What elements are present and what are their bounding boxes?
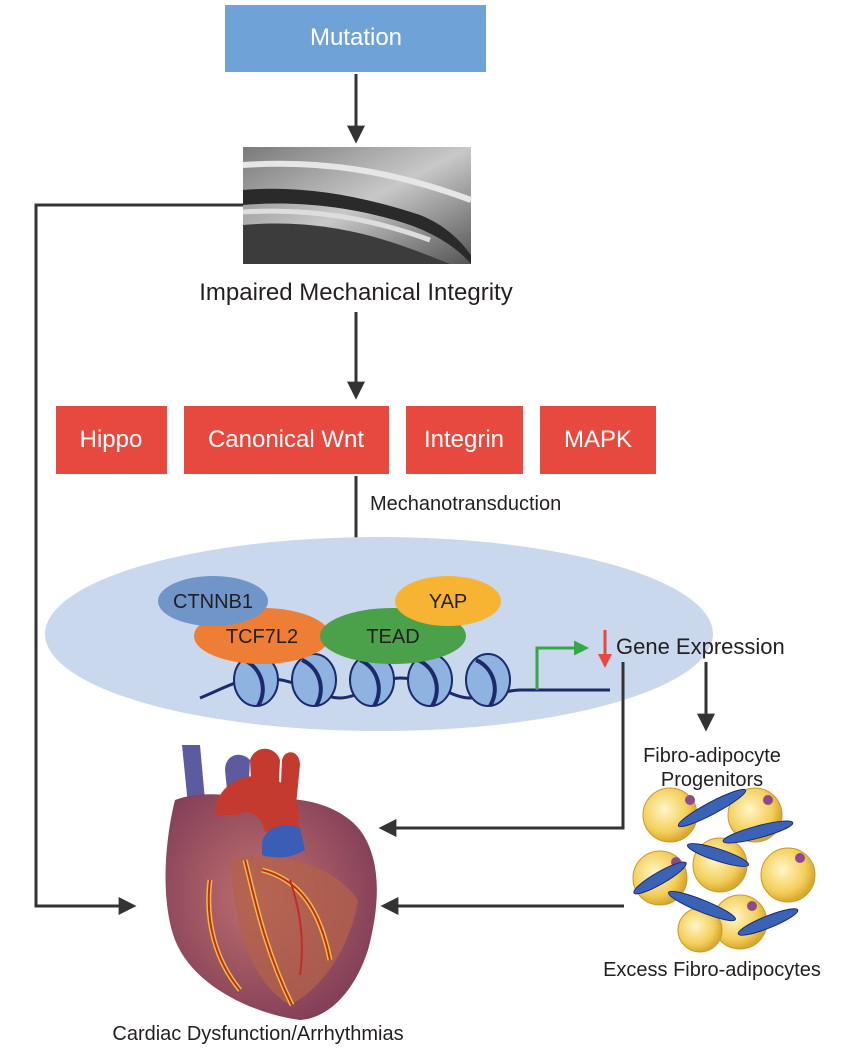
yap-label: YAP: [429, 591, 468, 613]
progenitors-label-line2: Progenitors: [661, 769, 763, 791]
tead-label: TEAD: [366, 626, 419, 648]
down-arrow-icon: [598, 630, 612, 668]
integrity-label: Impaired Mechanical Integrity: [199, 279, 512, 306]
tcf7l2-label: TCF7L2: [226, 626, 298, 648]
ctnnb1-protein: [158, 576, 268, 626]
excess-label: Excess Fibro-adipocytes: [603, 959, 821, 981]
arrow-gene-to-heart: [378, 662, 625, 837]
mechanotransduction-label: Mechanotransduction: [370, 493, 561, 515]
gene-expression-label: Gene Expression: [616, 634, 785, 659]
progenitors-label-line1: Fibro-adipocyte: [643, 745, 781, 767]
nucleosome: [233, 653, 511, 707]
mapk-label: MAPK: [564, 426, 632, 453]
wnt-label: Canonical Wnt: [208, 426, 364, 453]
pathway-hippo: Hippo: [56, 406, 167, 474]
pathway-wnt: Canonical Wnt: [184, 406, 389, 474]
promoter-arrow: [535, 640, 589, 690]
fibro-adipocyte-cells: [632, 787, 816, 953]
ctnnb1-label: CTNNB1: [173, 591, 253, 613]
heart-icon: [165, 745, 377, 1020]
pathway-integrin: Integrin: [406, 406, 523, 474]
mutation-box: Mutation: [225, 5, 486, 72]
micrograph-image: [242, 147, 473, 264]
cardiac-label: Cardiac Dysfunction/Arrhythmias: [112, 1023, 403, 1045]
mutation-label: Mutation: [310, 24, 402, 51]
arrow-integrity-to-heart: [34, 203, 243, 915]
pathway-mapk: MAPK: [540, 406, 656, 474]
integrin-label: Integrin: [424, 426, 504, 453]
yap-protein: [395, 576, 501, 626]
hippo-label: Hippo: [80, 426, 143, 453]
